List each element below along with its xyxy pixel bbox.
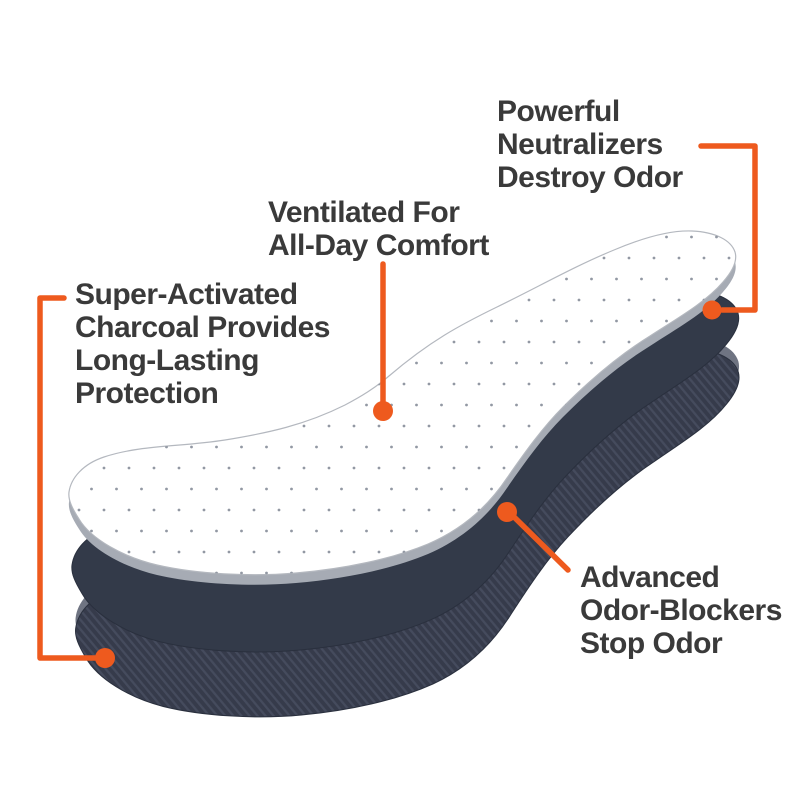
callout-line-charcoal (37, 295, 98, 661)
callout-label-line: Powerful (497, 95, 620, 128)
callout-line-odor-blockers (508, 511, 571, 573)
callout-label-line: Super-Activated (75, 278, 298, 311)
callout-odor-blockers-label: Advanced Odor-Blockers Stop Odor (580, 561, 782, 660)
callout-connectors (37, 143, 758, 668)
callout-label-line: Stop Odor (580, 627, 723, 660)
callout-dot-neutralizers (702, 300, 722, 320)
callout-label-line: Destroy Odor (497, 161, 683, 194)
callout-dot-charcoal (95, 648, 115, 668)
callout-neutralizers-label: Powerful Neutralizers Destroy Odor (497, 95, 683, 194)
callout-label-line: Advanced (580, 561, 720, 594)
callout-label-line: Ventilated For (268, 196, 460, 229)
callout-label-line: Neutralizers (497, 128, 663, 161)
callout-label-line: Charcoal Provides (75, 311, 330, 344)
callout-label-line: Protection (75, 377, 219, 410)
callout-dot-ventilated (373, 401, 393, 421)
callout-label-line: All-Day Comfort (268, 229, 489, 262)
callout-dot-odor-blockers (497, 502, 517, 522)
callout-label-line: Odor-Blockers (580, 594, 782, 627)
callout-charcoal-label: Super-Activated Charcoal Provides Long-L… (75, 278, 330, 410)
callout-label-line: Long-Lasting (75, 344, 259, 377)
callout-ventilated-label: Ventilated For All-Day Comfort (268, 196, 489, 262)
callout-line-neutralizers (698, 143, 758, 313)
